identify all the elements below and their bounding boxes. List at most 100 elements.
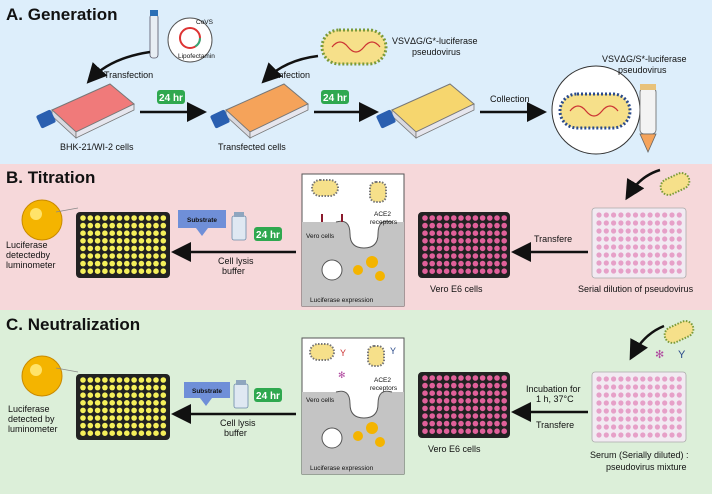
- luciferase-cell-icon-b: [21, 199, 63, 241]
- plate-well: [109, 415, 115, 421]
- plate-well: [487, 390, 493, 397]
- plate-well: [160, 400, 167, 406]
- plate-well: [131, 415, 137, 421]
- plate-well: [662, 268, 668, 274]
- plate-well: [94, 407, 101, 414]
- plate-well: [632, 384, 639, 390]
- plate-well: [145, 230, 152, 236]
- plate-well: [102, 422, 108, 429]
- plate-well: [109, 253, 115, 259]
- plate-well: [662, 416, 668, 422]
- plate-well: [625, 244, 631, 250]
- plate-well: [472, 215, 479, 221]
- plate-well: [669, 400, 675, 406]
- plate-well: [501, 230, 508, 236]
- plate-well: [124, 245, 130, 252]
- plate-well: [465, 420, 472, 427]
- plate-well: [422, 428, 428, 435]
- plate-well: [596, 260, 602, 266]
- plate-well: [87, 260, 94, 267]
- bhk21-cells-label: BHK-21/WI-2 cells: [60, 142, 134, 152]
- plate-well: [479, 253, 486, 259]
- plate-well: [138, 415, 145, 421]
- plate-well: [160, 222, 167, 229]
- plate-well: [429, 413, 436, 419]
- plate-well: [479, 268, 486, 275]
- plate-well: [647, 228, 653, 234]
- plate-well: [138, 268, 145, 275]
- plate-well: [94, 253, 101, 259]
- plate-well: [662, 408, 668, 414]
- generation-title: A. Generation: [6, 5, 117, 24]
- plate-well: [102, 268, 108, 275]
- plate-well: [436, 398, 443, 404]
- plate-well: [603, 220, 609, 226]
- plate-well: [465, 268, 472, 275]
- time-badge-gen-2-text: 24 hr: [323, 93, 347, 104]
- plate-well: [145, 400, 152, 406]
- plate-well: [618, 228, 624, 234]
- plate-well: [487, 398, 493, 404]
- plate-well: [596, 212, 602, 218]
- plate-well: [640, 424, 646, 430]
- plate-well: [80, 253, 86, 259]
- plate-well: [596, 416, 602, 422]
- plate-well: [611, 268, 617, 274]
- plate-well: [138, 238, 145, 244]
- plate-well: [676, 212, 682, 218]
- plate-well: [632, 252, 639, 258]
- plate-well: [429, 268, 436, 275]
- plate-well: [669, 212, 675, 218]
- plate-well: [451, 253, 457, 259]
- plate-well: [429, 245, 436, 252]
- plate-well: [124, 422, 130, 429]
- plate-well: [102, 253, 108, 259]
- plate-well: [596, 228, 602, 234]
- plate-well: [654, 376, 661, 382]
- plate-well: [458, 230, 464, 236]
- plate-well: [451, 222, 457, 229]
- plate-well: [611, 416, 617, 422]
- plate-well: [124, 238, 130, 244]
- plate-well: [429, 253, 436, 259]
- plate-well: [669, 432, 675, 438]
- plate-well: [87, 392, 94, 399]
- plate-well: [596, 424, 602, 430]
- plate-well: [80, 230, 86, 236]
- plate-well: [596, 408, 602, 414]
- plate-well: [94, 400, 101, 406]
- plate-well: [429, 398, 436, 404]
- plate-well: [94, 377, 101, 383]
- plate-well: [465, 382, 472, 389]
- plate-well: [451, 238, 457, 244]
- plate-well: [618, 400, 624, 406]
- plate-well: [436, 215, 443, 221]
- plate-well: [640, 228, 646, 234]
- substrate-callout-c: [184, 382, 230, 406]
- plate-well: [102, 238, 108, 244]
- plate-well: [124, 215, 130, 221]
- plate-well: [160, 230, 167, 236]
- plate-well: [654, 432, 661, 438]
- plate-well: [451, 230, 457, 236]
- plate-well: [80, 430, 86, 437]
- plate-well: [80, 268, 86, 275]
- plate-well: [662, 252, 668, 258]
- neut-luc-line3: luminometer: [8, 424, 58, 434]
- plate-well: [443, 222, 450, 229]
- plate-well: [102, 400, 108, 406]
- plate-well: [632, 408, 639, 414]
- plate-well: [479, 375, 486, 381]
- plate-well: [625, 408, 631, 414]
- plate-well: [465, 398, 472, 404]
- plate-well: [472, 420, 479, 427]
- plate-well: [422, 245, 428, 252]
- plate-well: [116, 245, 123, 252]
- plate-well: [632, 268, 639, 274]
- plate-well: [443, 382, 450, 389]
- plate-well: [87, 268, 94, 275]
- plate-well: [669, 424, 675, 430]
- plate-well: [479, 215, 486, 221]
- plate-well: [145, 268, 152, 275]
